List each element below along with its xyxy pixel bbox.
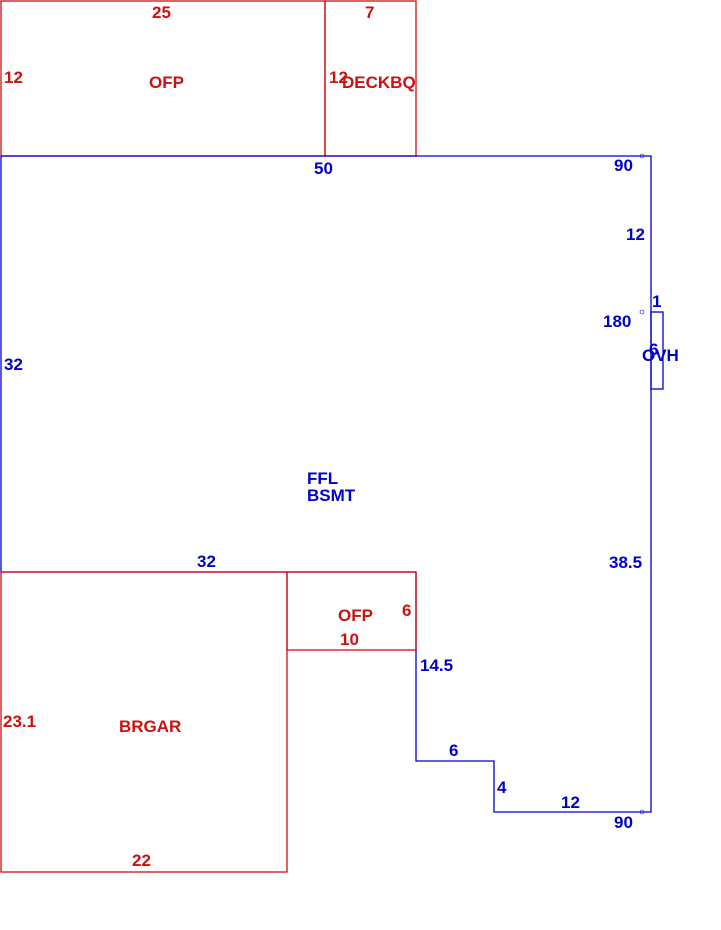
ofp-mid-dim-right: 6	[402, 601, 411, 620]
main-angle-bottom-right: 90	[614, 813, 633, 832]
garage-label: BRGAR	[119, 717, 181, 736]
main-label-line2: BSMT	[307, 486, 356, 505]
angle-marker	[639, 153, 645, 159]
main-dim-step-right: 6	[449, 741, 458, 760]
main-dim-notch-down: 14.5	[420, 656, 453, 675]
deck-dim-left: 12	[329, 68, 348, 87]
ofp-mid-dim-bottom: 10	[340, 630, 359, 649]
deck-dim-top: 7	[365, 3, 374, 22]
main-dim-right-upper: 12	[626, 225, 645, 244]
ofp-mid-label: OFP	[338, 606, 373, 625]
main-dim-right-lower: 38.5	[609, 553, 642, 572]
deck-label: DECKBQ	[342, 73, 416, 92]
angle-marker	[639, 309, 645, 315]
garage-dim-bottom: 22	[132, 851, 151, 870]
ovh-outline	[650, 311, 664, 390]
angle-marker	[639, 809, 645, 815]
ovh-dim-width: 1	[652, 292, 661, 311]
main-dim-bottom-right: 12	[561, 793, 580, 812]
main-dim-bottom-left: 32	[197, 552, 216, 571]
main-dim-top: 50	[314, 159, 333, 178]
ofp-top-label: OFP	[149, 73, 184, 92]
garage-dim-left: 23.1	[3, 712, 36, 731]
main-label-line1: FFL	[307, 469, 338, 488]
ovh-dim-length: 6	[649, 340, 658, 359]
ofp-top-dim-left: 12	[4, 68, 23, 87]
main-dim-step-down: 4	[497, 778, 507, 797]
main-dim-left: 32	[4, 355, 23, 374]
garage-outline	[0, 571, 288, 873]
ovh-label: OVH	[642, 346, 679, 365]
main-angle-mid-right: 180	[603, 312, 631, 331]
ofp-top-dim-top: 25	[152, 3, 171, 22]
main-angle-top-right: 90	[614, 156, 633, 175]
